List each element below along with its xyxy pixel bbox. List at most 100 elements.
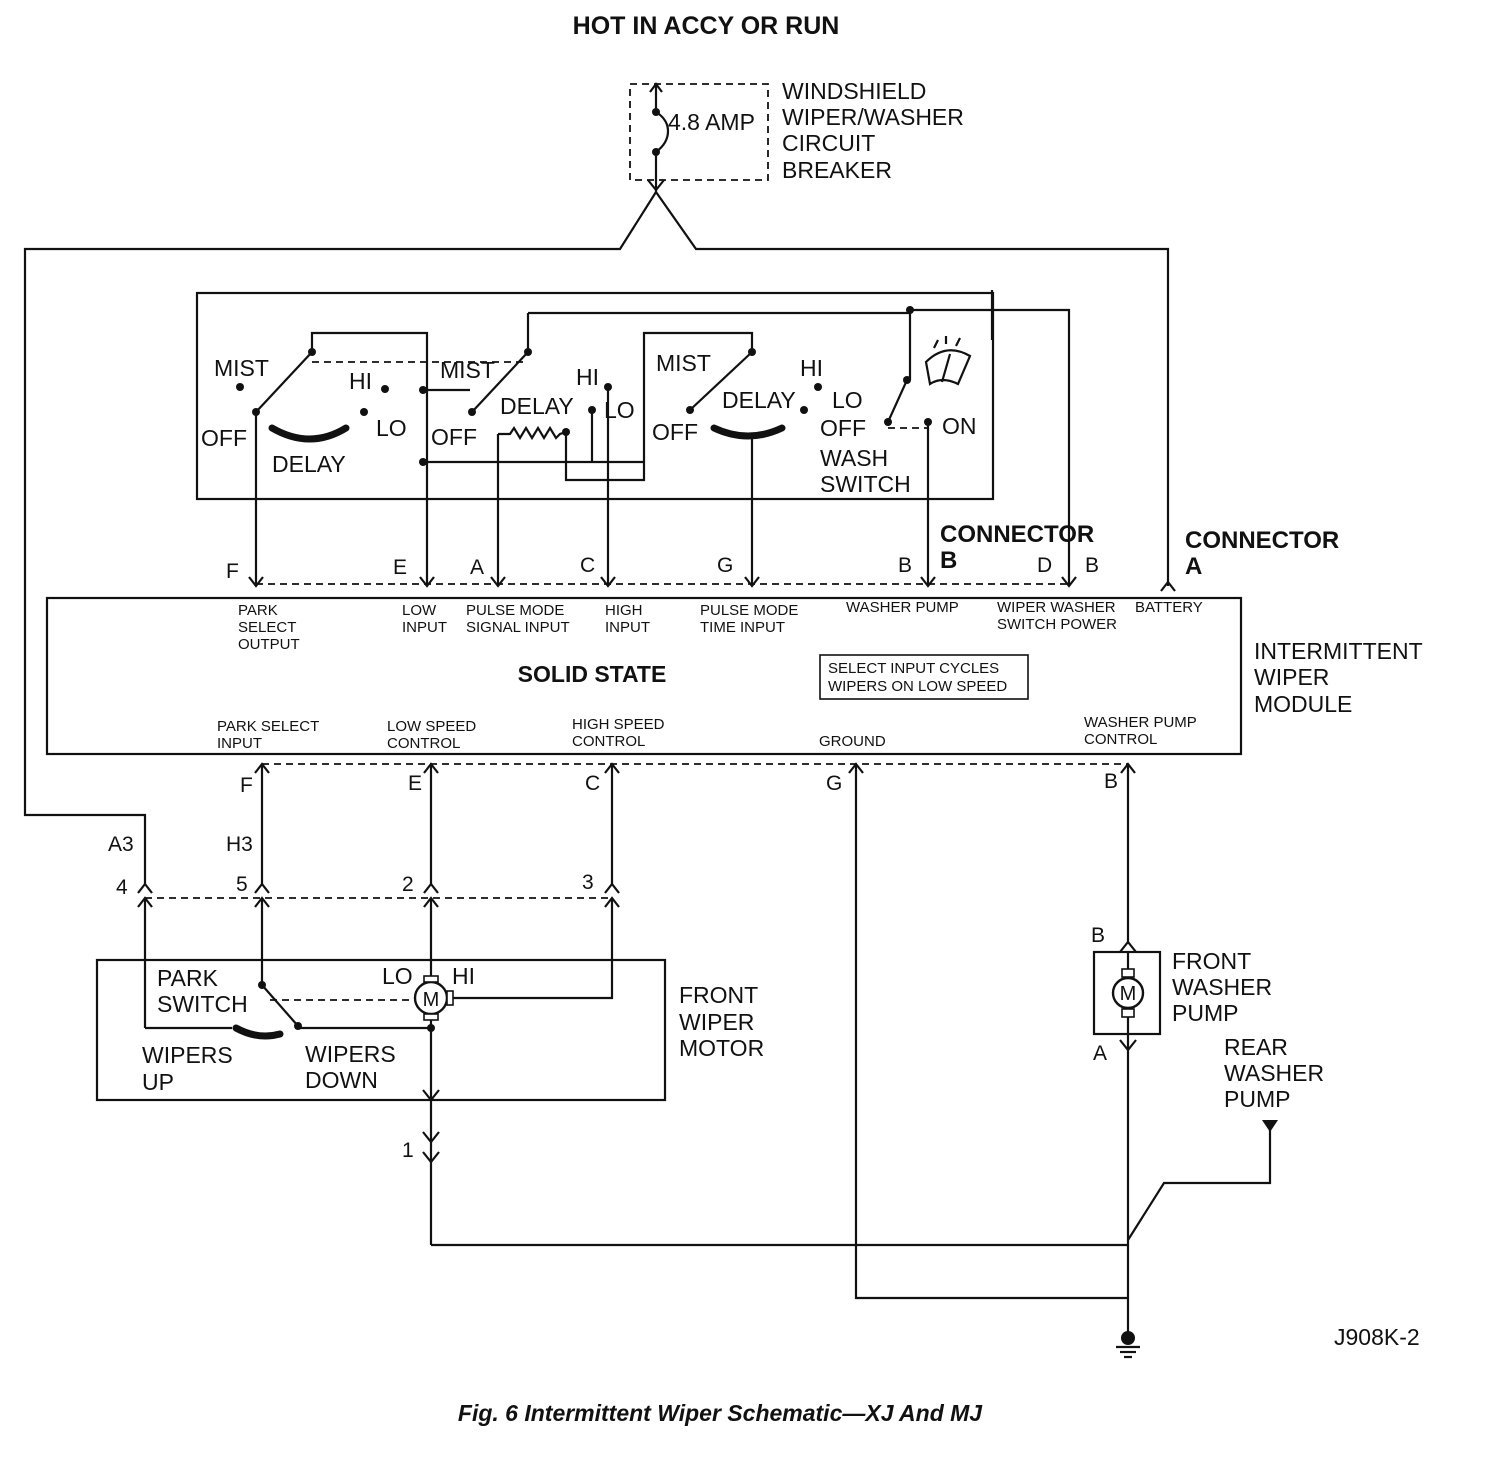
delay-label-2: DELAY — [500, 393, 574, 419]
bottom-label-c-2: CONTROL — [572, 733, 645, 750]
mist-label-2: MIST — [440, 357, 495, 383]
top-pin-f: F — [226, 560, 239, 583]
module-note-box — [819, 654, 1029, 700]
off-label-4: OFF — [820, 415, 866, 441]
off-label-1: OFF — [201, 425, 247, 451]
front-washer-pump: M — [1092, 940, 1278, 1340]
wipers-down-line-2: DOWN — [305, 1067, 378, 1093]
battery-pin-arrow — [1160, 580, 1176, 592]
circuit-breaker: 4.8 AMP — [629, 82, 769, 192]
top-label-d-2: SWITCH POWER — [997, 616, 1117, 633]
breaker-label-line-4: BREAKER — [782, 157, 892, 183]
hi-label-3: HI — [800, 355, 823, 381]
wipers-up-line-2: UP — [142, 1069, 174, 1095]
hi-label-1: HI — [349, 368, 372, 394]
front-pump-line-2: WASHER — [1172, 974, 1272, 1000]
mist-label-1: MIST — [214, 355, 269, 381]
intermittent-wiper-module — [45, 596, 1243, 756]
motor-ground-wire — [422, 1089, 1128, 1247]
front-wiper-motor-letter: M — [423, 989, 440, 1011]
top-label-f-1: PARK — [238, 602, 278, 619]
front-pump-line-1: FRONT — [1172, 948, 1251, 974]
module-note-line-1: SELECT INPUT CYCLES — [828, 660, 999, 677]
module-name-line-2: WIPER — [1254, 664, 1329, 690]
bottom-label-e-1: LOW SPEED — [387, 718, 476, 735]
harness-a3: A3 — [108, 833, 134, 856]
bottom-label-f-1: PARK SELECT — [217, 718, 319, 735]
top-label-f-2: SELECT — [238, 619, 296, 636]
motor-name-line-2: WIPER — [679, 1009, 754, 1035]
motor-name-line-3: MOTOR — [679, 1035, 764, 1061]
top-pin-arrow — [248, 576, 264, 588]
harness-pin-5: 5 — [236, 873, 248, 896]
harness-pin-arrow — [254, 882, 270, 894]
connector-a-letter: A — [1185, 553, 1202, 580]
bottom-label-ground: GROUND — [819, 733, 886, 750]
module-bottom-pin-arrows — [254, 762, 1136, 774]
bottom-label-b-1: WASHER PUMP — [1084, 714, 1197, 731]
top-label-f-3: OUTPUT — [238, 636, 300, 653]
bottom-label-c-1: HIGH SPEED — [572, 716, 665, 733]
top-pin-arrow — [600, 576, 616, 588]
module-name-line-3: MODULE — [1254, 691, 1352, 717]
connector-b-title: CONNECTOR — [940, 521, 1094, 548]
connector-a-title: CONNECTOR — [1185, 527, 1339, 554]
top-label-a-1: PULSE MODE — [466, 602, 564, 619]
harness-pin-arrow — [137, 882, 153, 894]
figure-caption: Fig. 6 Intermittent Wiper Schematic—XJ A… — [458, 1400, 983, 1426]
top-label-e-2: INPUT — [402, 619, 447, 636]
harness-pin-3: 3 — [582, 871, 594, 894]
top-pin-d: D — [1037, 554, 1052, 577]
top-label-g-1: PULSE MODE — [700, 602, 798, 619]
harness-pin-2: 2 — [402, 873, 414, 896]
harness-pin-4: 4 — [116, 876, 128, 899]
top-pin-arrow — [490, 576, 506, 588]
motor-lo: LO — [382, 963, 413, 989]
top-label-washer-pump: WASHER PUMP — [846, 599, 959, 616]
wash-switch-line-1: WASH — [820, 445, 888, 471]
breaker-label-line-1: WINDSHIELD — [782, 78, 926, 104]
top-pin-arrow — [920, 576, 936, 588]
wipers-down-line-1: WIPERS — [305, 1041, 396, 1067]
top-pin-arrow — [1061, 576, 1077, 588]
lo-label-3: LO — [832, 387, 863, 413]
front-pump-line-3: PUMP — [1172, 1000, 1238, 1026]
bottom-pin-g: G — [826, 772, 842, 795]
motor-connector-arrows — [137, 882, 620, 908]
off-label-3: OFF — [652, 419, 698, 445]
top-label-c-1: HIGH — [605, 602, 643, 619]
module-top-pin-arrows — [248, 576, 1176, 592]
module-to-motor-wires — [260, 764, 1130, 1300]
breaker-label-line-2: WIPER/WASHER — [782, 104, 964, 130]
delay-label-3: DELAY — [722, 387, 796, 413]
bottom-pin-f: F — [240, 774, 253, 797]
module-center-label: SOLID STATE — [518, 661, 667, 687]
top-pin-arrow — [744, 576, 760, 588]
top-pin-b-battery: B — [1085, 554, 1099, 577]
harness-pin-1: 1 — [402, 1139, 414, 1162]
top-pin-e: E — [393, 556, 407, 579]
delay-label-1: DELAY — [272, 451, 346, 477]
top-pin-b-washer: B — [898, 554, 912, 577]
top-pin-arrow — [419, 576, 435, 588]
top-label-g-2: TIME INPUT — [700, 619, 785, 636]
top-label-c-2: INPUT — [605, 619, 650, 636]
breaker-rating: 4.8 AMP — [668, 109, 755, 135]
top-label-battery: BATTERY — [1135, 599, 1203, 616]
rear-pump-line-1: REAR — [1224, 1034, 1288, 1060]
breaker-label-line-3: CIRCUIT — [782, 130, 875, 156]
on-label: ON — [942, 413, 977, 439]
park-switch-line-1: PARK — [157, 965, 219, 991]
top-label-a-2: SIGNAL INPUT — [466, 619, 570, 636]
lo-label-1: LO — [376, 415, 407, 441]
windshield-wiper-icon — [924, 336, 972, 386]
wash-switch-line-2: SWITCH — [820, 471, 911, 497]
harness-pin-arrow — [604, 882, 620, 894]
bottom-label-b-2: CONTROL — [1084, 731, 1157, 748]
harness-pin-arrow — [423, 882, 439, 894]
motor-name-line-1: FRONT — [679, 982, 758, 1008]
harness-h3: H3 — [226, 833, 253, 856]
bottom-pin-b: B — [1104, 770, 1118, 793]
module-note-line-2: WIPERS ON LOW SPEED — [828, 678, 1007, 695]
